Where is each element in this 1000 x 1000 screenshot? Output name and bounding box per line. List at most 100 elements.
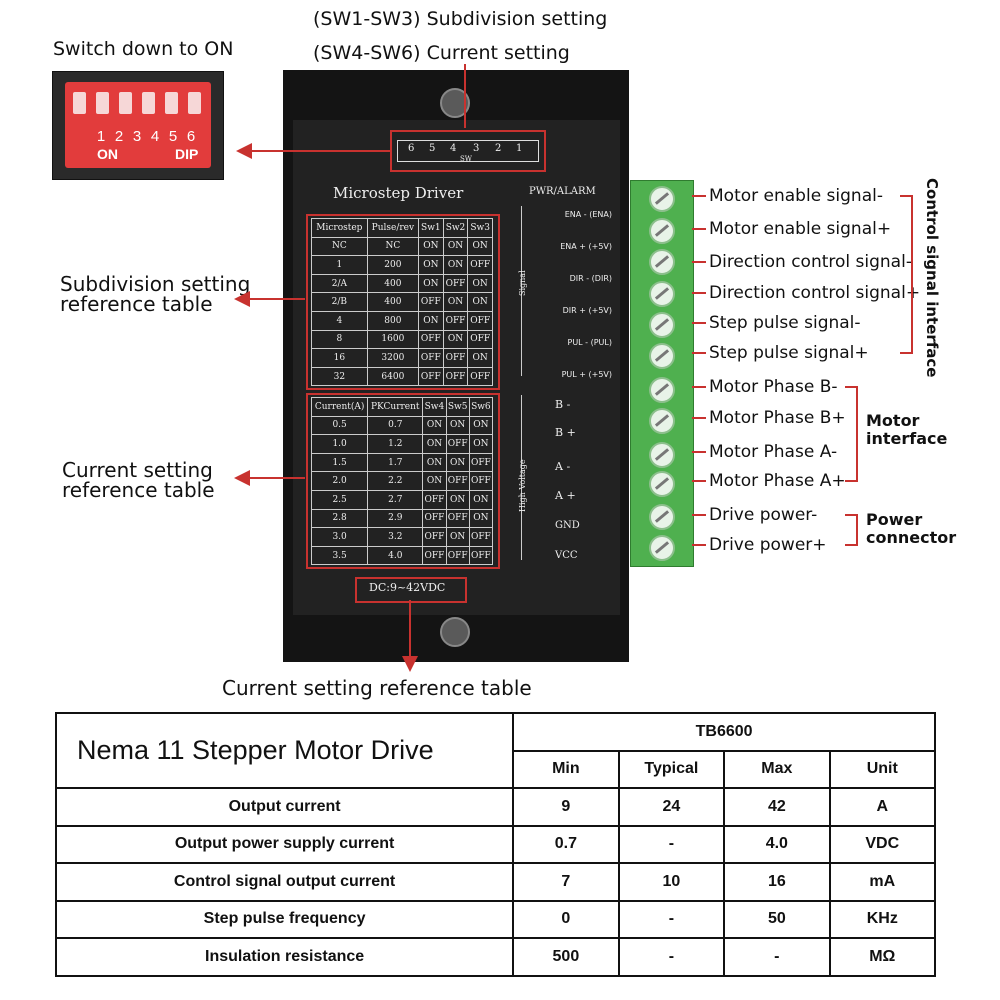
terminal-label: Motor Phase A+ [709,471,846,491]
table-cell: 800 [366,310,420,331]
table-cell: 2.2 [367,471,424,491]
terminal-label: Motor Phase B+ [709,408,846,428]
dc-highlight-box [355,577,467,603]
spec-title-row: Nema 11 Stepper Motor Drive TB6600 [54,712,936,789]
spec-cell: - [617,824,726,864]
spec-cell: 0 [512,899,620,939]
table-cell: 4 [311,310,368,331]
signal-bracket [521,206,522,376]
dip-number: 3 [132,128,142,145]
table-cell: OFF [442,273,469,294]
table-header-cell: Sw3 [467,218,493,238]
terminal-screw-icon [649,343,675,369]
sw-switch-row: 6 5 4 3 2 1 SW [397,140,539,163]
table-cell: 2.9 [367,508,424,529]
terminal-screw-icon [649,471,675,497]
table-cell: ON [468,508,494,529]
terminal-screw-icon [649,535,675,561]
table-cell: 3.2 [367,527,424,547]
spec-col-header: Typical [617,749,726,789]
mount-screw-icon [440,617,470,647]
table-cell: NC [311,236,368,257]
table-cell: OFF [445,471,470,491]
table-cell: OFF [445,508,470,529]
table-cell: 2.8 [310,508,369,529]
phase-label: B + [555,426,576,439]
power-label: GND [555,520,580,531]
spec-title: Nema 11 Stepper Motor Drive [54,712,515,789]
switch-down-label: Switch down to ON [53,38,234,60]
table-cell: ON [445,527,470,547]
signal-vertical-label: Signal [518,270,527,296]
driver-panel: 6 5 4 3 2 1 SW Microstep Driver PWR/ALAR… [293,120,620,615]
table-header-cell: Sw6 [468,397,494,417]
table-cell: OFF [468,471,494,491]
table-cell: ON [445,415,470,436]
table-cell: 400 [366,273,420,294]
table-header-cell: Sw5 [445,397,470,417]
spec-cell: VDC [828,824,937,864]
terminal-label: Motor Phase A- [709,442,838,462]
table-cell: 2.7 [367,489,424,510]
spec-cell: 24 [617,787,726,827]
table-cell: ON [442,236,469,257]
table-cell: OFF [468,452,494,473]
power-bracket [845,514,858,546]
table-cell: OFF [418,329,444,350]
table-cell: 1 [311,255,368,275]
high-voltage-vertical-label: High Voltage [518,459,527,512]
table-cell: 32 [311,366,368,387]
table-cell: ON [422,415,447,436]
terminal-label: Direction control signal- [709,252,912,272]
terminal-screw-icon [649,312,675,338]
dip-slot [73,92,86,114]
table-cell: OFF [445,545,470,566]
table-cell: ON [418,236,444,257]
spec-col-header: Max [723,749,831,789]
table-cell: 3.0 [310,527,369,547]
dip-switch-photo: 1 2 3 4 5 6 ON DIP [52,71,224,180]
table-cell: 6400 [366,366,420,387]
table-cell: ON [445,452,470,473]
table-cell: ON [442,292,469,312]
table-cell: OFF [467,329,493,350]
terminal-label: Step pulse signal+ [709,343,869,363]
pwr-alarm-label: PWR/ALARM [529,186,596,197]
subdivision-ref-label: Subdivision setting reference table [60,272,251,316]
table-header-cell: Current(A) [310,397,369,417]
table-cell: 2/A [311,273,368,294]
terminal-label: Step pulse signal- [709,313,861,333]
table-cell: 1.5 [310,452,369,473]
spec-cell: 7 [512,862,620,902]
table-cell: OFF [468,527,494,547]
spec-cell: mA [828,862,937,902]
dip-slot [142,92,155,114]
table-cell: 16 [311,348,368,368]
spec-cell: Insulation resistance [54,937,515,977]
table-cell: ON [442,255,469,275]
spec-cell: 4.0 [723,824,831,864]
table-cell: 3.5 [310,545,369,566]
terminal-screw-icon [649,281,675,307]
table-cell: OFF [422,545,447,566]
spec-cell: 42 [723,787,831,827]
signal-label: DIR + (+5V) [562,306,612,315]
table-cell: ON [422,452,447,473]
table-cell: 8 [311,329,368,350]
table-cell: 1.7 [367,452,424,473]
dip-switch-body: 1 2 3 4 5 6 ON DIP [65,82,211,168]
signal-label: DIR - (DIR) [569,274,612,283]
table-cell: OFF [442,366,469,387]
phase-label: A + [555,489,576,502]
terminal-screw-icon [649,218,675,244]
signal-label: PUL - (PUL) [567,338,613,347]
